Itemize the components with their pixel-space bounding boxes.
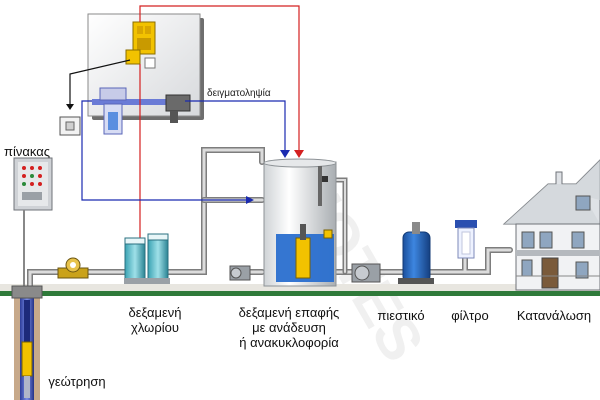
signal-lines bbox=[69, 5, 300, 280]
control-panel bbox=[13, 157, 53, 290]
arrow-blue-tank bbox=[246, 196, 254, 204]
ground-soil bbox=[0, 284, 600, 291]
recirculation-pump bbox=[229, 265, 251, 281]
pipe-network bbox=[27, 147, 513, 293]
borehole bbox=[11, 285, 43, 400]
water-meter bbox=[57, 257, 89, 279]
flow-cell bbox=[92, 87, 191, 135]
pressure-vessel bbox=[398, 222, 434, 284]
contact-tank-label-line1: δεξαμενή επαφής bbox=[238, 305, 340, 320]
dosing-pump bbox=[125, 21, 156, 69]
borehole-label: γεώτρηση bbox=[48, 374, 106, 389]
arrow-black bbox=[66, 104, 74, 110]
ground-line bbox=[0, 291, 600, 296]
consumption-label: Κατανάλωση bbox=[516, 308, 592, 323]
contact-tank-label-line3: ή ανακυκλοφορία bbox=[239, 335, 339, 350]
house bbox=[502, 159, 600, 291]
panel-label: πίνακας bbox=[4, 144, 50, 159]
booster-pump bbox=[351, 263, 381, 283]
contact-tank-label: δεξαμενή επαφής με ανάδευση ή ανακυκλοφο… bbox=[224, 305, 354, 350]
chlorine-tank-label: δεξαμενή χλωρίου bbox=[110, 305, 200, 335]
sampling-label: δειγματοληψία bbox=[207, 87, 271, 99]
arrow-blue bbox=[280, 150, 290, 158]
filter-label: φίλτρο bbox=[451, 308, 489, 323]
chlorine-tanks bbox=[124, 233, 170, 284]
chlorine-tank-label-line1: δεξαμενή bbox=[128, 305, 182, 320]
chlorine-tank-label-line2: χλωρίου bbox=[131, 320, 179, 335]
dosing-cabinet bbox=[87, 13, 204, 135]
arrow-red bbox=[294, 150, 304, 158]
contact-tank bbox=[263, 158, 337, 287]
wall-socket bbox=[59, 116, 81, 136]
contact-tank-label-line2: με ανάδευση bbox=[252, 320, 326, 335]
pressure-tank-label: πιεστικό bbox=[377, 308, 425, 323]
cartridge-filter bbox=[455, 220, 477, 259]
